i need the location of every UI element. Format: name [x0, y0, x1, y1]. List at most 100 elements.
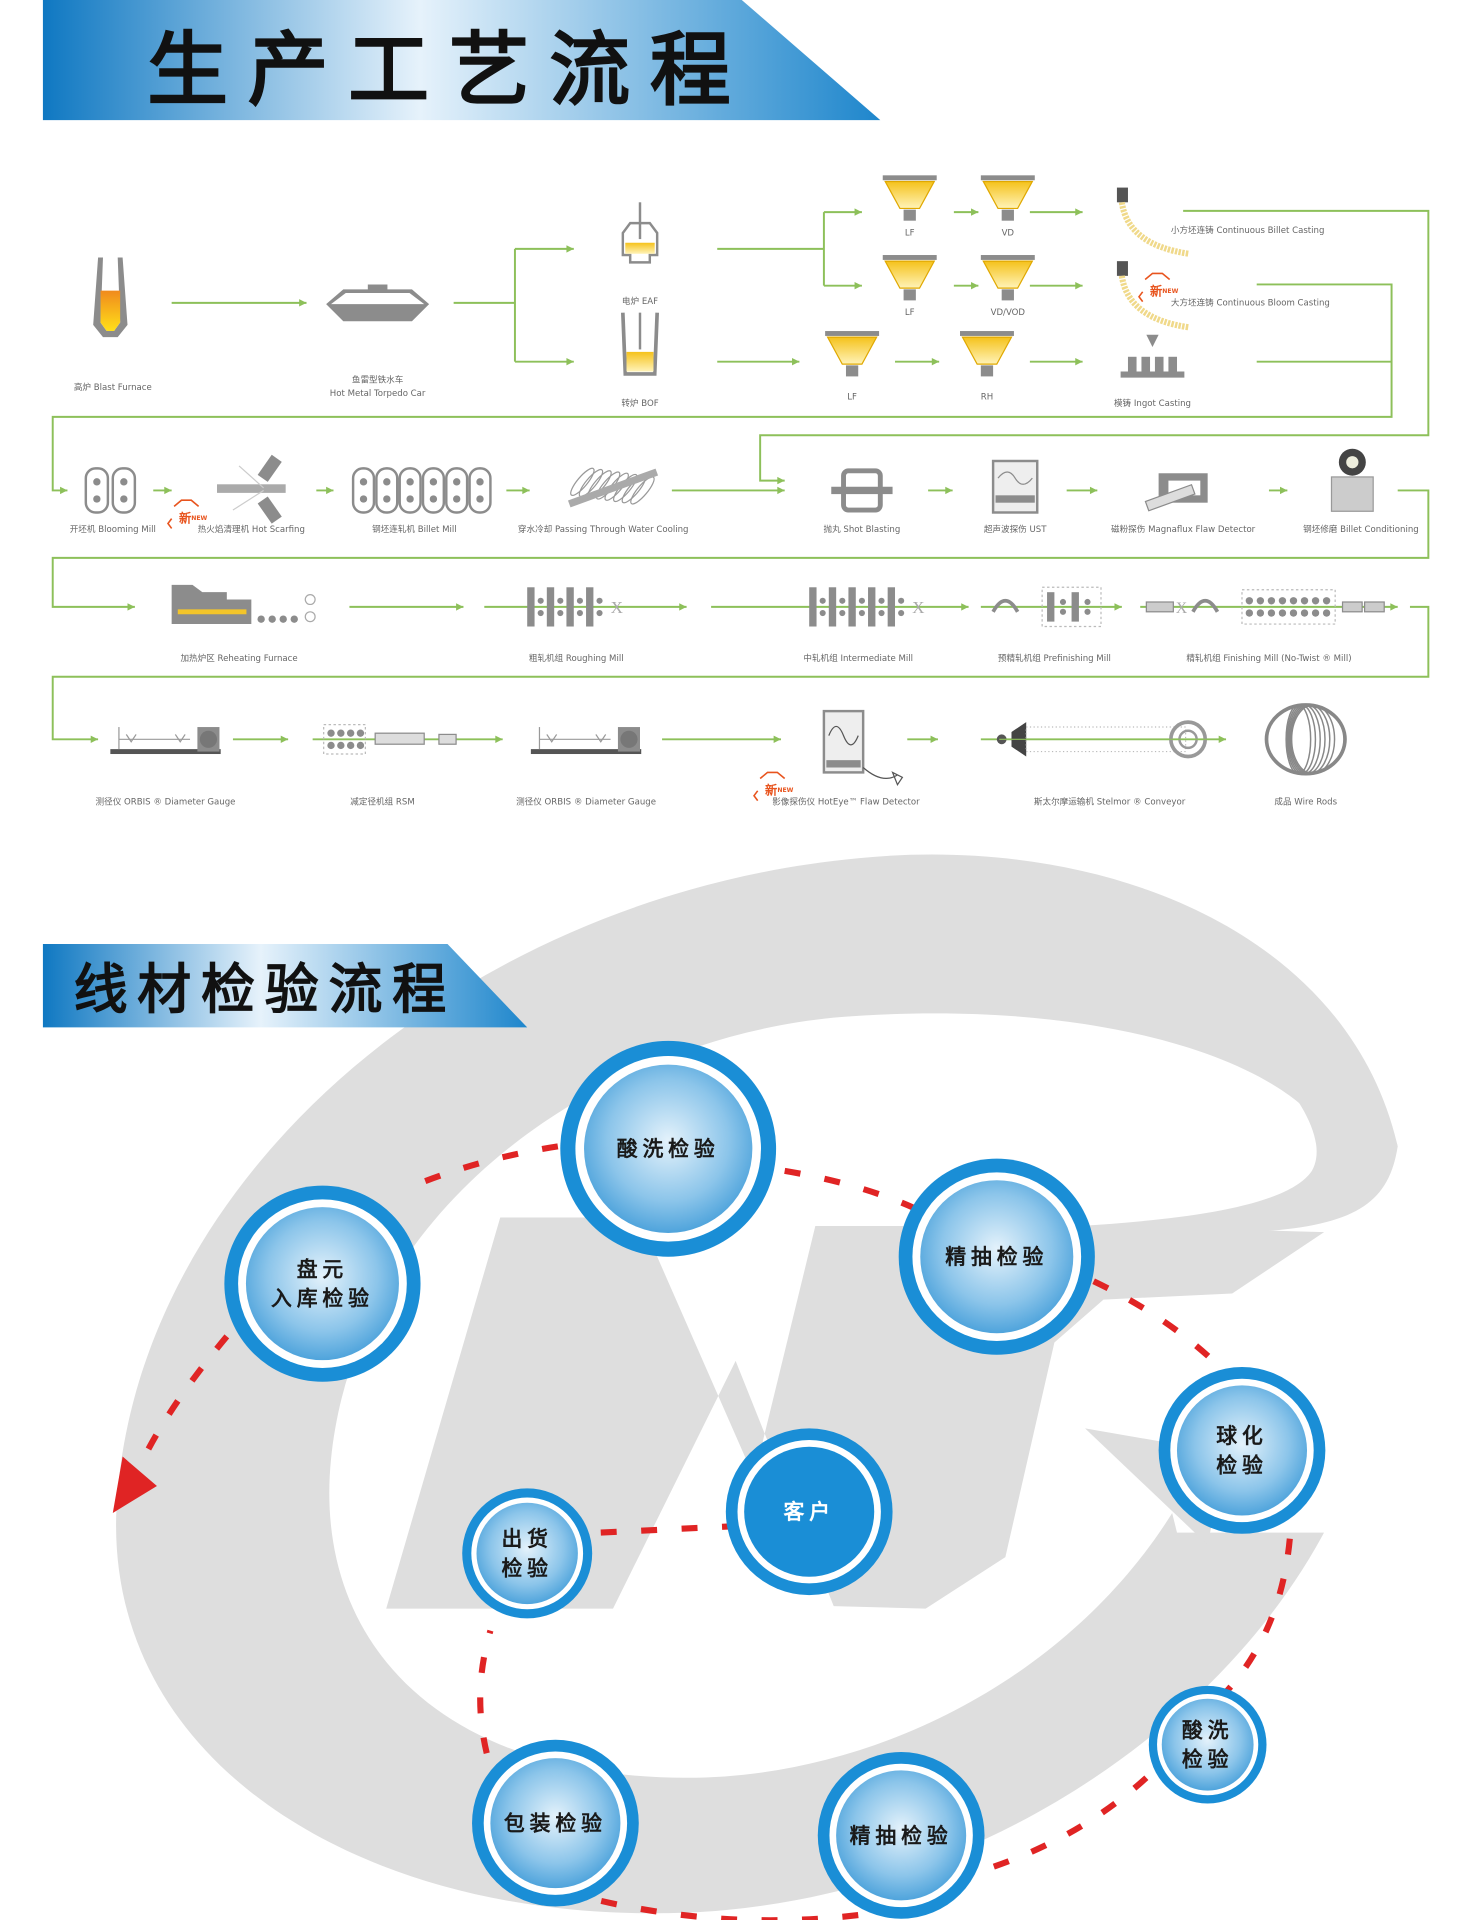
step-label-cn: 测径仪: [516, 795, 544, 807]
flow-line: [51, 283, 1393, 492]
arrowhead-icon: [930, 735, 938, 743]
step-label-en: Stelmor ® Conveyor: [1097, 797, 1186, 807]
node-label: 精抽检验: [850, 1823, 953, 1848]
arrowhead-icon: [1390, 603, 1398, 611]
process-flow-lines: [51, 209, 1430, 741]
process-step: 转炉 BOF: [620, 312, 660, 409]
gauge-icon: [530, 727, 642, 755]
dash-segment: [1092, 1278, 1226, 1373]
step-label-en: Wire Rods: [1294, 797, 1337, 807]
inspection-node: 精抽检验: [898, 1158, 1095, 1355]
process-step: 减定径机组 RSM: [323, 723, 457, 807]
rsm-icon: [323, 723, 457, 755]
svg-text:X: X: [912, 598, 925, 617]
step-label: 转炉 BOF: [621, 397, 658, 409]
step-label: 中轧机组 Intermediate Mill: [803, 652, 913, 664]
process-step: 成品 Wire Rods: [1264, 703, 1347, 807]
process-flow-arrowheads: [60, 208, 1398, 743]
process-step: 钢坯连轧机 Billet Mill: [351, 467, 492, 535]
step-label-cn: 钢坯修磨: [1303, 523, 1340, 535]
arrowhead-icon: [127, 603, 135, 611]
new-badge-cn: 新: [765, 782, 777, 797]
arrowhead-icon: [1075, 358, 1083, 366]
step-label-cn: 预精轧机组: [998, 652, 1044, 664]
inspection-flow-dashes: [134, 1143, 1293, 1920]
step-label-en: EAF: [642, 297, 658, 307]
process-step: 开坯机 Blooming Mill: [70, 467, 156, 535]
dash-segment: [134, 1334, 230, 1473]
process-step: RH: [959, 331, 1014, 403]
inspection-nodes: 酸洗检验盘元入库检验精抽检验球化检验客户出货检验酸洗检验包装检验精抽检验: [224, 1040, 1326, 1919]
ladle-icon: [825, 331, 880, 377]
intermediate-mill-icon: X: [809, 587, 925, 627]
step-label-cn: 热火焰清理机: [198, 523, 252, 535]
step-label-en: LF: [847, 393, 857, 403]
node-core: [490, 1758, 621, 1889]
arrowhead-icon: [90, 735, 99, 743]
gauge-icon: [110, 727, 221, 755]
ladle-icon: [959, 331, 1014, 377]
step-label-en: RSM: [396, 797, 415, 807]
node-label: 盘元: [297, 1256, 348, 1281]
process-step: VD/VOD: [980, 255, 1035, 318]
company-logo-watermark: [116, 854, 1398, 1914]
step-label-cn: 超声波探伤: [984, 523, 1030, 535]
process-step: 加热炉区 Reheating Furnace: [171, 584, 316, 664]
blooming-mill-icon: [84, 467, 137, 514]
inspection-node: 酸洗检验: [560, 1040, 777, 1257]
step-label: 超声波探伤 UST: [984, 523, 1047, 535]
step-label-en: Ingot Casting: [1134, 399, 1191, 409]
step-label: 预精轧机组 Prefinishing Mill: [998, 652, 1111, 664]
step-label-cn: 穿水冷却: [518, 523, 555, 535]
inspection-node: 客户: [725, 1428, 893, 1596]
magnaflux-icon: [1144, 473, 1208, 512]
step-label: VD: [1002, 228, 1015, 238]
dash-segment: [784, 1167, 915, 1211]
dash-segment: [477, 1629, 494, 1754]
arrowhead-icon: [566, 245, 574, 253]
new-badge-en: NEW: [777, 787, 793, 794]
process-step: LF: [882, 255, 937, 318]
arrowhead-icon: [854, 281, 862, 290]
header-banner: [42, 0, 881, 121]
step-label: 精轧机组 Finishing Mill (No-Twist ® Mill): [1186, 652, 1351, 664]
step-label-cn: 转炉: [621, 397, 641, 409]
billet-mill-icon: [351, 467, 492, 514]
step-label: LF: [847, 393, 857, 403]
node-label: 酸洗检验: [617, 1136, 720, 1161]
step-label-cn: 测径仪: [96, 795, 124, 807]
node-core: [920, 1180, 1074, 1334]
svg-text:X: X: [611, 598, 624, 617]
reheat-furnace-icon: [171, 584, 316, 625]
step-label-en: Shot Blasting: [843, 525, 900, 535]
arrowhead-icon: [777, 486, 785, 495]
step-label-cn: 中轧机组: [803, 652, 840, 664]
cooling-icon: [567, 467, 659, 508]
step-label-en: Billet Mill: [418, 525, 457, 535]
step-label-en: Magnaflux Flaw Detector: [1148, 525, 1256, 535]
flow-arrowhead-icon: [112, 1456, 157, 1513]
arrowhead-icon: [1075, 281, 1083, 290]
step-label-en: VD: [1002, 228, 1015, 238]
step-label-cn: 加热炉区: [180, 652, 217, 664]
process-step: 斯太尔摩运输机 Stelmor ® Conveyor: [996, 720, 1220, 807]
inspection-node: 精抽检验: [817, 1752, 985, 1919]
arrowhead-icon: [777, 476, 785, 485]
step-label-en: RH: [981, 393, 993, 403]
eaf-icon: [621, 202, 659, 264]
flow-line: [51, 489, 1430, 608]
step-label-en: VD/VOD: [991, 308, 1026, 318]
node-core: [1161, 1698, 1254, 1791]
ladle-icon: [980, 175, 1035, 221]
conditioning-icon: [1330, 448, 1374, 512]
step-label: 大方坯连铸 Continuous Bloom Casting: [1171, 296, 1330, 308]
node-core: [744, 1446, 875, 1577]
ladle-icon: [980, 255, 1035, 301]
